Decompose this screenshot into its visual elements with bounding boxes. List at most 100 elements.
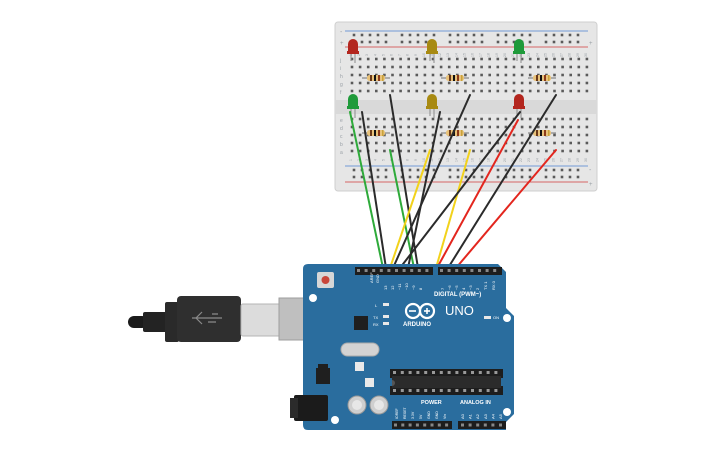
rail-hole	[576, 175, 580, 179]
header-pin[interactable]	[395, 269, 398, 272]
rail-hole	[456, 168, 460, 172]
header-pin[interactable]	[408, 423, 412, 427]
breadboard-hole	[512, 133, 516, 137]
rail-hole	[408, 40, 412, 44]
rail-hole	[376, 168, 380, 172]
header-pin[interactable]	[364, 269, 368, 272]
breadboard-hole	[415, 149, 419, 153]
header-pin[interactable]	[425, 269, 429, 272]
header-pin[interactable]	[410, 269, 414, 272]
header-pin[interactable]	[394, 423, 397, 427]
rail-hole	[376, 175, 380, 179]
header-pin[interactable]	[493, 269, 497, 272]
breadboard-hole	[383, 81, 386, 85]
rail-hole	[432, 168, 436, 172]
rail-plus-label-bottom: +	[589, 182, 593, 188]
breadboard-hole	[512, 57, 516, 61]
breadboard-hole	[537, 149, 540, 153]
breadboard-hole	[480, 57, 483, 61]
breadboard-hole	[423, 141, 427, 145]
breadboard-hole	[585, 117, 589, 121]
header-pin[interactable]	[401, 423, 405, 427]
header-pin[interactable]	[437, 423, 441, 427]
header-pin[interactable]	[462, 269, 466, 272]
rail-hole	[368, 175, 372, 179]
header-pin[interactable]	[476, 423, 480, 427]
breadboard-hole	[456, 125, 459, 129]
breadboard-hole	[496, 57, 500, 61]
wire-black	[392, 94, 471, 269]
usb-connector	[240, 303, 282, 337]
breadboard-hole	[399, 65, 402, 69]
crystal	[340, 342, 380, 357]
rail-hole	[480, 40, 484, 44]
header-pin[interactable]	[468, 423, 472, 427]
header-pin[interactable]	[440, 269, 443, 272]
breadboard-hole	[366, 89, 370, 93]
breadboard-hole	[358, 81, 362, 85]
header-pin[interactable]	[491, 423, 495, 427]
digital-pin-label: ~10	[404, 282, 409, 290]
rail-hole	[496, 175, 500, 179]
header-pin[interactable]	[423, 423, 427, 427]
header-pin[interactable]	[445, 423, 449, 427]
header-pin[interactable]	[455, 269, 459, 272]
header-pin[interactable]	[430, 423, 434, 427]
header-pin[interactable]	[447, 269, 451, 272]
column-number: 18	[487, 158, 491, 162]
column-number: 8	[406, 159, 410, 161]
rail-hole	[376, 33, 380, 37]
header-pin[interactable]	[470, 269, 474, 272]
breadboard-hole	[561, 133, 564, 137]
breadboard-hole	[456, 89, 459, 93]
column-number: 11	[430, 158, 434, 162]
column-number: 25	[543, 53, 547, 57]
atmega-chip	[390, 369, 503, 395]
digital-pin-label: ~5	[454, 285, 459, 290]
rail-hole	[400, 175, 404, 179]
led	[513, 39, 525, 63]
wire-black	[399, 111, 521, 269]
rail-hole	[552, 168, 556, 172]
breadboard-hole	[456, 65, 459, 69]
reset-button-cap[interactable]	[321, 276, 330, 284]
rail-hole	[424, 168, 428, 172]
header-pin[interactable]	[499, 423, 502, 427]
gnd-label: GND	[375, 274, 380, 283]
breadboard-hole	[456, 57, 459, 61]
rail-minus-label: -	[340, 29, 343, 36]
header-pin[interactable]	[483, 423, 487, 427]
header-pin[interactable]	[387, 269, 391, 272]
column-number: 25	[543, 158, 547, 162]
column-number: 27	[560, 158, 564, 162]
usb-icon	[192, 311, 222, 325]
breadboard-hole	[488, 89, 491, 93]
breadboard-hole	[383, 57, 386, 61]
rail-hole	[464, 33, 468, 37]
breadboard-hole	[577, 73, 581, 77]
breadboard-hole	[366, 117, 370, 121]
breadboard-hole	[464, 57, 467, 61]
breadboard-hole	[423, 125, 427, 129]
header-pin[interactable]	[485, 269, 489, 272]
analog-pin-label: A2	[475, 413, 480, 419]
header-pin[interactable]	[478, 269, 481, 272]
header-pin[interactable]	[461, 423, 464, 427]
l-label: L	[375, 303, 378, 308]
rail-hole	[560, 175, 564, 179]
power-header	[392, 421, 452, 429]
header-pin[interactable]	[402, 269, 406, 272]
breadboard-hole	[375, 141, 378, 145]
breadboard-hole	[366, 81, 370, 85]
header-pin[interactable]	[379, 269, 383, 272]
breadboard-hole	[585, 149, 589, 153]
header-pin[interactable]	[357, 269, 360, 272]
header-pin[interactable]	[372, 269, 376, 272]
breadboard-hole	[423, 149, 427, 153]
breadboard-hole	[472, 149, 475, 153]
breadboard-hole	[366, 73, 370, 77]
header-pin[interactable]	[415, 423, 419, 427]
breadboard-hole	[480, 81, 483, 85]
header-pin[interactable]	[417, 269, 421, 272]
